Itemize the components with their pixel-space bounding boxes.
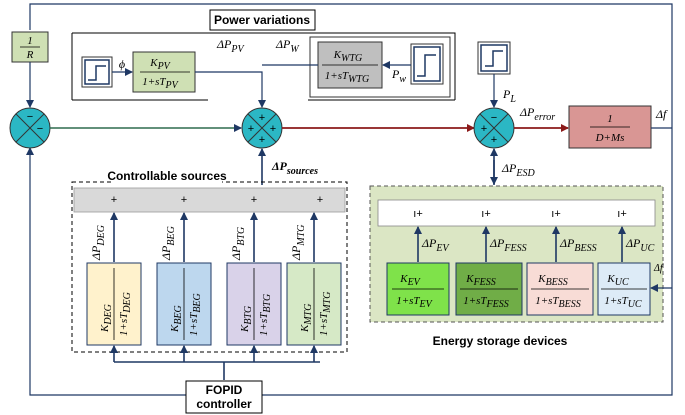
dp-mtg-label: ΔPMTG	[289, 225, 307, 262]
dp-fess-label: ΔPFESS	[489, 236, 527, 254]
summing-junction-3: − + +	[473, 107, 515, 149]
power-variations-bracket	[72, 32, 456, 100]
controllable-sources-title-bg	[112, 168, 222, 184]
esd-plus-ev: ı+	[413, 208, 423, 220]
summing-junction-2: + + + +	[241, 107, 283, 149]
plant-denominator: D+Ms	[595, 132, 625, 144]
uc-numerator: KUC	[606, 273, 629, 288]
btg-numerator: KBTG	[239, 306, 254, 333]
uc-denominator: 1+sTUC	[604, 295, 642, 310]
bus-plus-deg: +	[111, 194, 117, 206]
esd-plus-uc: ı+	[617, 208, 627, 220]
dp-w-label: ΔPW	[275, 37, 300, 55]
dp-sources-label: ΔPsources	[271, 159, 318, 177]
pl-label: PL	[502, 87, 516, 105]
wtg-numerator: KWTG	[333, 49, 362, 64]
bus-plus-beg: +	[181, 194, 187, 206]
bus-plus-btg: +	[251, 194, 257, 206]
droop-denominator: R	[26, 49, 34, 61]
dp-error-label: ΔPerror	[519, 105, 555, 123]
power-variations-title-box	[209, 9, 316, 31]
svg-text:−: −	[37, 123, 43, 135]
frequency-feedback-right-wire	[26, 128, 673, 396]
deg-numerator: KDEG	[99, 304, 114, 333]
esd-plus-fess: ı+	[481, 208, 491, 220]
deg-denominator: 1+sTDEG	[118, 292, 133, 336]
bess-denominator: 1+sTBESS	[535, 295, 581, 310]
dp-ev-label: ΔPEV	[421, 236, 450, 254]
fopid-controller-box	[185, 380, 263, 414]
fess-denominator: 1+sTFESS	[463, 295, 509, 310]
mtg-numerator: KMTG	[299, 304, 314, 333]
dp-esd-label: ΔPESD	[501, 161, 535, 179]
droop-numerator: 1	[27, 35, 33, 47]
svg-text:+: +	[259, 134, 265, 146]
svg-text:+: +	[248, 123, 254, 135]
delta-f-label: Δf	[655, 107, 668, 121]
power-variations-title: Power variations	[214, 13, 310, 27]
svg-text:+: +	[491, 134, 497, 146]
ev-denominator: 1+sTEV	[396, 295, 433, 310]
dp-bess-label: ΔPBESS	[559, 236, 597, 254]
fopid-line1: FOPID	[206, 383, 243, 397]
pv-numerator: KPV	[149, 57, 171, 72]
beg-numerator: KBEG	[169, 305, 184, 333]
pv-denominator: 1+sTPV	[142, 76, 179, 91]
ev-numerator: KEV	[399, 273, 421, 288]
summing-junction-1: − −	[9, 107, 51, 149]
mtg-denominator: 1+sTMTG	[318, 292, 333, 336]
phi-label: ϕ	[119, 57, 125, 71]
pw-label: Pw	[391, 67, 406, 85]
svg-text:+: +	[259, 112, 265, 124]
pv-to-sum2-wire	[195, 71, 266, 108]
esd-plus-bess: ı+	[551, 208, 561, 220]
svg-text:+: +	[270, 123, 276, 135]
solar-step-source	[81, 56, 113, 88]
delta-f-small-label: Δf	[653, 263, 664, 274]
dp-pv-label: ΔPPV	[216, 37, 245, 55]
bess-numerator: KBESS	[537, 273, 568, 288]
svg-text:+: +	[481, 123, 487, 135]
load-step-source	[477, 41, 511, 75]
btg-denominator: 1+sTBTG	[258, 294, 273, 336]
wind-step-source	[410, 43, 444, 85]
esd-title: Energy storage devices	[433, 334, 568, 348]
frequency-feedback-top-wire	[29, 3, 673, 128]
sources-bus-bar	[73, 187, 346, 213]
dp-btg-label: ΔPBTG	[229, 227, 247, 261]
dp-deg-label: ΔPDEG	[89, 225, 107, 261]
controllable-sources-box	[71, 181, 348, 353]
fopid-line2: controller	[196, 397, 252, 411]
fess-numerator: KFESS	[465, 273, 496, 288]
controllable-sources-title: Controllable sources	[107, 169, 227, 183]
dp-uc-label: ΔPUC	[625, 236, 655, 254]
bus-plus-mtg: +	[317, 194, 323, 206]
svg-text:−: −	[27, 111, 33, 123]
wtg-denominator: 1+sTWTG	[325, 70, 369, 85]
dp-beg-label: ΔPBEG	[159, 226, 177, 261]
esd-bus-bar	[377, 199, 656, 227]
plant-numerator: 1	[607, 113, 613, 125]
svg-text:−: −	[491, 112, 497, 124]
beg-denominator: 1+sTBEG	[188, 293, 203, 336]
